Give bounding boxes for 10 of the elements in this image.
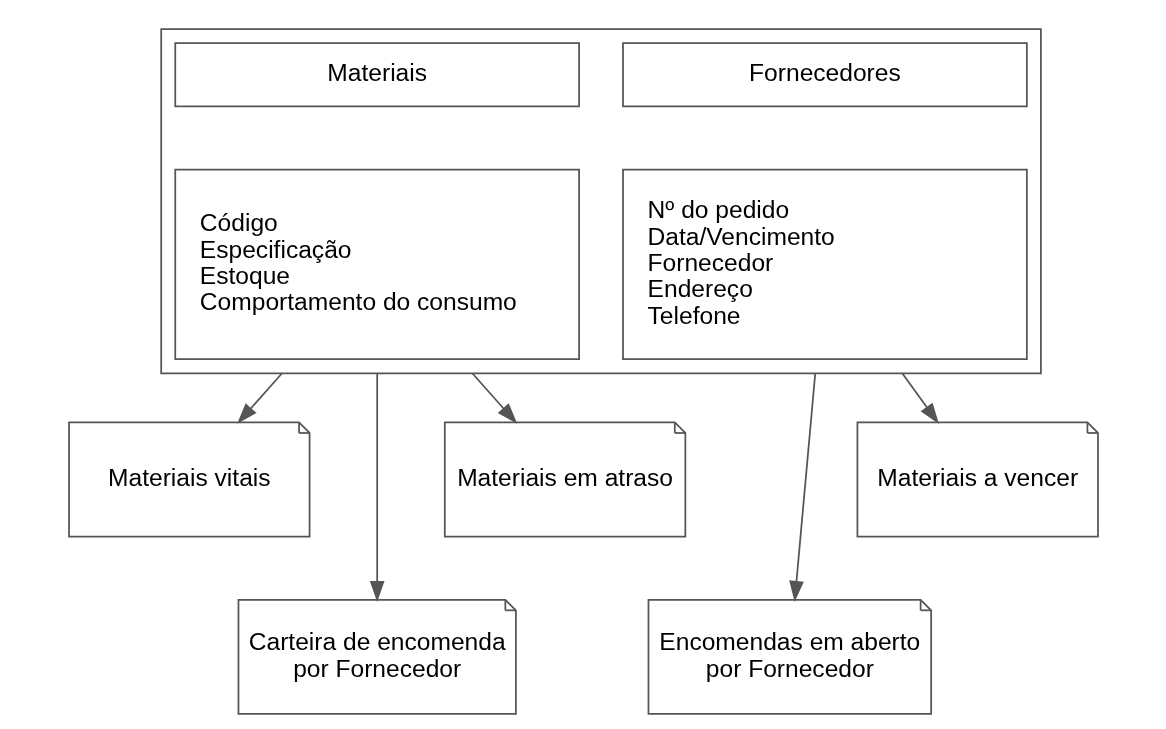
- arrow: [236, 372, 283, 424]
- cluster: [159, 28, 1042, 375]
- arrow: [470, 372, 517, 424]
- node-box: Código Especificação Estoque Comportamento do consumo: [173, 168, 580, 361]
- arrow: [900, 372, 939, 425]
- arrow: [369, 372, 385, 603]
- arrow: [788, 372, 816, 603]
- node-box: Materiais: [173, 42, 580, 108]
- node-box: Fornecedores: [621, 42, 1028, 108]
- node-box: Nº do pedido Data/Vencimento Fornecedor Endereço Telefone: [621, 168, 1028, 361]
